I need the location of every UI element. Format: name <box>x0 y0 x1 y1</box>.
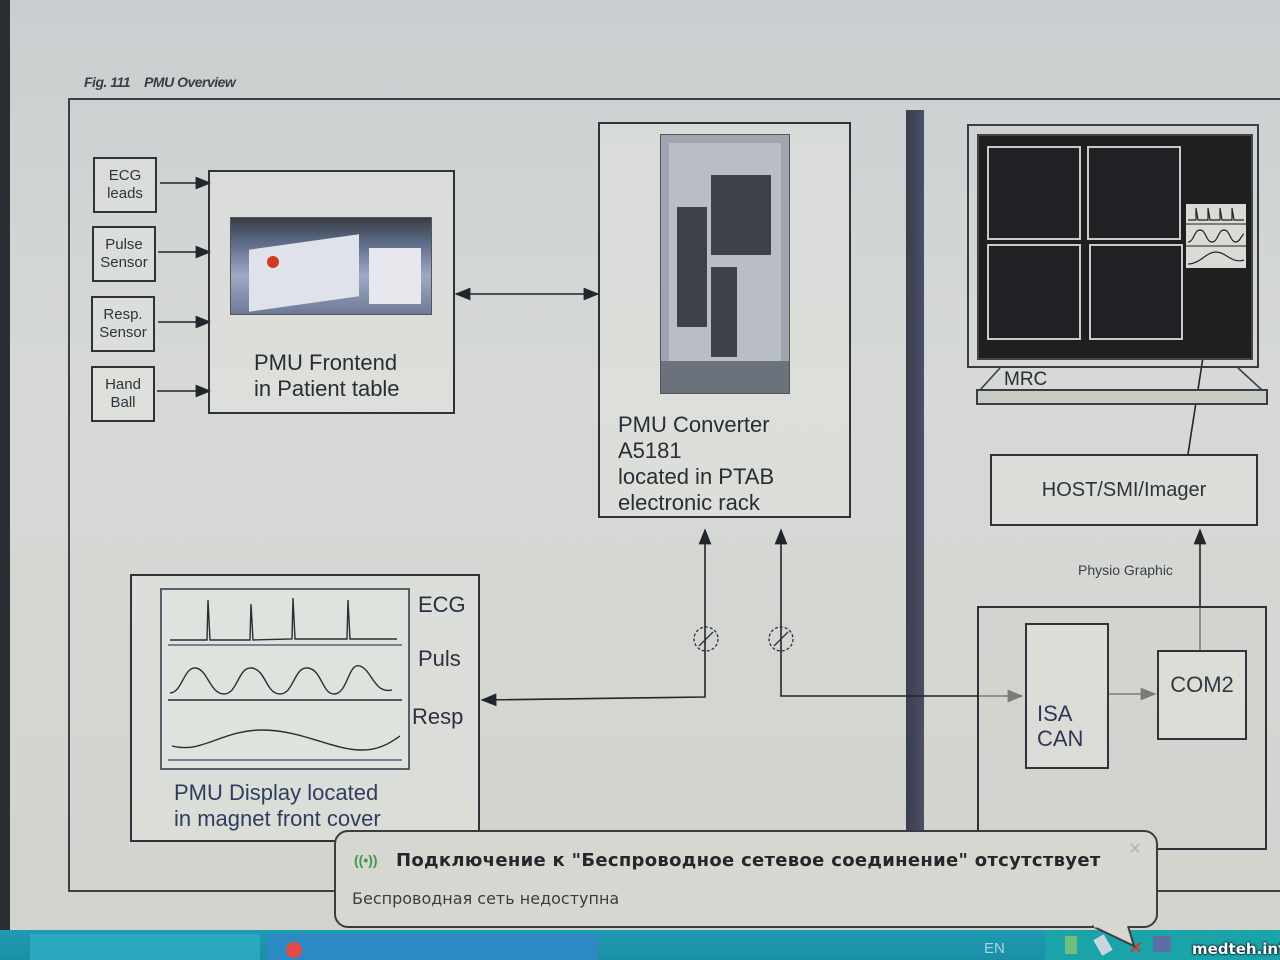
image-tile <box>1087 146 1181 240</box>
display-traces <box>168 597 402 761</box>
pmu-display-box: ECG Puls Resp PMU Display located in mag… <box>130 574 480 842</box>
isa-can-box: ISA CAN <box>1025 623 1109 769</box>
input-label: Sensor <box>100 254 148 271</box>
physio-graphic-label: Physio Graphic <box>1078 562 1173 578</box>
converter-bottom <box>661 361 789 393</box>
image-tile <box>987 244 1081 340</box>
frontend-photo <box>230 217 432 315</box>
language-indicator[interactable]: EN <box>984 940 1005 957</box>
connector-port-icon <box>711 267 737 357</box>
watermark: medteh.info <box>1192 940 1280 958</box>
frontend-label-line: in Patient table <box>254 376 400 401</box>
mrc-monitor-stand <box>976 367 1268 405</box>
isa-can-label: ISA CAN <box>1037 701 1083 751</box>
notification-title: Подключение к "Беспроводное сетевое соед… <box>396 850 1101 871</box>
display-label: PMU Display located in magnet front cove… <box>174 780 381 832</box>
input-label: Sensor <box>99 324 147 341</box>
notification-body: Беспроводная сеть недоступна <box>352 889 620 908</box>
mrc-label: MRC <box>1004 369 1048 390</box>
isa-label: ISA <box>1037 701 1073 726</box>
converter-label-line: electronic rack <box>618 490 760 515</box>
pulse-trace <box>169 665 393 695</box>
display-screen <box>160 588 410 770</box>
figure-number: Fig. 111 <box>84 74 131 90</box>
taskbar-button[interactable] <box>30 934 260 960</box>
connector-red-icon <box>267 256 279 268</box>
converter-label-line: A5181 <box>618 438 682 463</box>
tray-icon-usb[interactable] <box>1065 936 1077 954</box>
fiber-optic-coupler-1 <box>693 626 719 652</box>
notification-balloon[interactable] <box>334 830 1158 928</box>
wire-converter-display <box>480 528 712 707</box>
taskbar-button-active[interactable] <box>268 934 598 960</box>
system-tray: ✕ <box>1045 930 1280 960</box>
physio-graphic-traces <box>1186 207 1246 265</box>
figure-caption: Fig. 111 PMU Overview <box>84 74 249 90</box>
tray-network-icon[interactable] <box>1153 936 1171 952</box>
connector-port-icon <box>677 207 707 327</box>
com2-label: COM2 <box>1170 672 1234 697</box>
display-label-line: PMU Display located <box>174 780 379 805</box>
physio-graphic-widget <box>1186 204 1246 268</box>
close-icon[interactable]: × <box>1129 838 1141 860</box>
balloon-tail <box>1091 924 1136 948</box>
trace-label-puls: Puls <box>418 646 461 671</box>
converter-label-line: located in PTAB <box>618 464 775 489</box>
converter-photo <box>660 134 790 394</box>
mrc-monitor <box>967 124 1259 368</box>
trace-label-resp: Resp <box>412 704 464 729</box>
host-label: HOST/SMI/Imager <box>1041 478 1207 501</box>
image-tile <box>987 146 1081 240</box>
app-icon <box>286 942 302 958</box>
input-label: ECG <box>108 167 142 184</box>
frontend-device-body <box>249 234 359 312</box>
frontend-label: PMU Frontend in Patient table <box>254 350 400 402</box>
resp-trace <box>171 729 401 751</box>
can-label: CAN <box>1037 726 1084 751</box>
input-resp-sensor: Resp.Sensor <box>91 296 155 352</box>
image-tile <box>1089 244 1183 340</box>
ecg-trace <box>170 597 397 641</box>
figure-title: PMU Overview <box>144 74 236 90</box>
display-label-line: in magnet front cover <box>174 806 381 831</box>
converter-label: PMU Converter A5181 located in PTAB elec… <box>618 412 774 516</box>
input-label: Ball <box>110 394 136 411</box>
fiber-optic-coupler-2 <box>768 626 794 652</box>
com2-box: COM2 <box>1157 650 1247 740</box>
pmu-frontend-box: PMU Frontend in Patient table <box>208 170 455 414</box>
host-box: HOST/SMI/Imager <box>990 454 1258 526</box>
wire-converter-isa <box>774 528 1024 703</box>
frontend-label-line: PMU Frontend <box>254 350 398 375</box>
wireless-icon: ((•)) <box>354 852 378 868</box>
trace-label-ecg: ECG <box>418 592 466 617</box>
frontend-device-panel <box>369 248 421 304</box>
input-label: leads <box>107 185 143 202</box>
input-label: Hand <box>105 376 141 393</box>
mrc-screen <box>977 134 1253 360</box>
monitor-bezel <box>0 0 10 960</box>
connector-port-icon <box>711 175 771 255</box>
input-label: Pulse <box>105 236 143 253</box>
pmu-converter-box: PMU Converter A5181 located in PTAB elec… <box>598 122 851 518</box>
converter-label-line: PMU Converter <box>618 412 770 437</box>
input-label: Resp. <box>103 306 143 323</box>
